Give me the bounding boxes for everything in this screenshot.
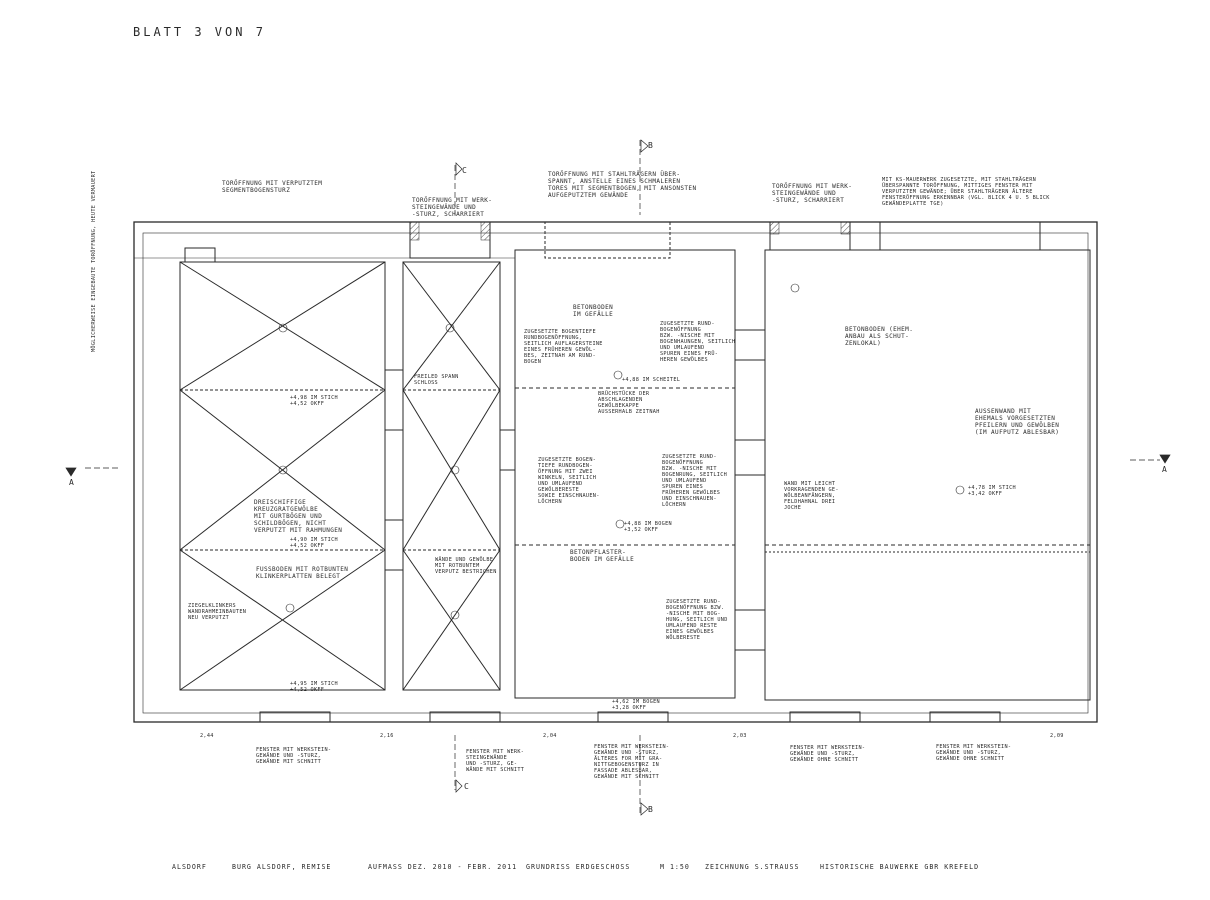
second-bay: [402, 261, 501, 691]
title-inhalt: GRUNDRISS ERDGESCHOSS: [526, 863, 631, 871]
note-aussen: AUSSENWAND MIT EHEMALS VORGESETZTEN PFEI…: [975, 408, 1060, 436]
note-stich-2: +4,90 IM STICH +4,52 OKFF: [290, 537, 338, 549]
outer-wall-inner: [142, 232, 1089, 714]
note-ks-wall: MIT KS-MAUERWERK ZUGESETZTE, MIT STAHLTR…: [882, 177, 1050, 207]
note-window-1: FENSTER MIT WERKSTEIN- GEWÄNDE UND -STUR…: [256, 747, 332, 765]
note-betonboden-mid: BETONBODEN IM GEFÄLLE: [573, 304, 614, 318]
note-dreischiff: DREISCHIFFIGE KREUZGRATGEWÖLBE MIT GURTB…: [254, 499, 343, 534]
section-c-top: C: [462, 166, 468, 175]
outer-wall: [133, 221, 1098, 723]
right-hall: [764, 249, 1091, 701]
note-tor-left: TORÖFFNUNG MIT VERPUTZTEM SEGMENTBOGENST…: [222, 180, 323, 194]
dim-2: 2,16: [380, 733, 394, 739]
note-betonboden-right: BETONBODEN (EHEM. ANBAU ALS SCHUT- ZENLO…: [845, 326, 914, 347]
note-tor-b: TORÖFFNUNG MIT STAHLTRÄGERN ÜBER- SPANNT…: [548, 171, 697, 199]
note-window-4: FENSTER MIT WERKSTEIN- GEWÄNDE UND -STUR…: [790, 745, 866, 763]
dim-5: 2,09: [1050, 733, 1064, 739]
title-objekt: BURG ALSDORF, REMISE: [232, 863, 332, 871]
title-buero: HISTORISCHE BAUWERKE GBR KREFELD: [820, 863, 980, 871]
note-mid-5: ZUGESETZTE RUND- BOGENÖFFNUNG BZW. -NISC…: [666, 599, 728, 641]
note-mid-3: ZUGESETZTE BOGEN- TIEFE RUNDBOGEN- ÖFFNU…: [538, 457, 600, 505]
note-h1: +4,88 IM SCHEITEL: [622, 377, 681, 383]
dim-3: 2,04: [543, 733, 557, 739]
section-c-bottom: C: [464, 782, 470, 791]
note-ziegel: ZIEGELKLINKERS WANDRAHMEINBAUTEN NEU VER…: [188, 603, 247, 621]
note-h3: +4,62 IM BOGEN +3,28 OKFF: [612, 699, 660, 711]
section-b-bottom: B: [648, 805, 654, 814]
dim-1: 2,44: [200, 733, 214, 739]
title-ort: ALSDORF: [172, 863, 207, 871]
note-window-5: FENSTER MIT WERKSTEIN- GEWÄNDE UND -STUR…: [936, 744, 1012, 762]
note-wand: WAND MIT LEICHT VORKRAGENDEN GE- WÖLBEAN…: [784, 481, 839, 511]
section-b-top: B: [648, 141, 654, 150]
section-a-right: A: [1162, 465, 1168, 474]
note-right-h1: +4,78 IM STICH +3,42 OKFF: [968, 485, 1016, 497]
note-mid-1: ZUGESETZTE BOGENTIEFE RUNDBOGENÖFFNUNG, …: [524, 329, 603, 365]
note-mid-4: ZUGESETZTE RUND- BOGENÖFFNUNG BZW. -NISC…: [662, 454, 728, 508]
section-a-left: A: [69, 478, 75, 487]
note-beton2: BETONPFLASTER- BODEN IM GEFÄLLE: [570, 549, 635, 563]
note-window-3: FENSTER MIT WERKSTEIN- GEWÄNDE UND -STUR…: [594, 744, 670, 780]
title-massstab: M 1:50: [660, 863, 690, 871]
note-h2: +4,88 IM BOGEN +3,52 OKFF: [624, 521, 672, 533]
note-wande: WÄNDE UND GEWÖLBE MIT ROTBUNTEM VERPUTZ …: [435, 557, 497, 575]
note-spann: FREILED SPANN SCHLOSS: [414, 374, 459, 386]
left-bay: [179, 261, 386, 691]
dim-4: 2,03: [733, 733, 747, 739]
note-fussboden: FUSSBODEN MIT ROTBUNTEN KLINKERPLATTEN B…: [256, 566, 349, 580]
title-zeichnung: ZEICHNUNG S.STRAUSS: [705, 863, 800, 871]
sheet-label: BLATT 3 VON 7: [133, 25, 266, 39]
note-stich-1: +4,98 IM STICH +4,52 OKFF: [290, 395, 338, 407]
note-stich-3: +4,95 IM STICH +4,52 OKFF: [290, 681, 338, 693]
note-window-2: FENSTER MIT WERK- STEINGEWÄNDE UND -STUR…: [466, 749, 525, 773]
note-tor-right: TORÖFFNUNG MIT WERK- STEINGEWÄNDE UND -S…: [772, 183, 853, 204]
note-bruch: BRÜCHSTÜCKE DER ABSCHLAGENDEN GEWÖLBEKAP…: [598, 391, 660, 415]
note-left-vertical: MÖGLICHERWEISE EINGEBAUTE TORÖFFNUNG, HE…: [91, 170, 97, 352]
note-mid-2: ZUGESETZTE RUND- BOGENÖFFNUNG BZW. -NISC…: [660, 321, 736, 363]
title-aufmass: AUFMASS DEZ. 2010 - FEBR. 2011: [368, 863, 518, 871]
note-tor-c: TORÖFFNUNG MIT WERK- STEINGEWÄNDE UND -S…: [412, 197, 493, 218]
